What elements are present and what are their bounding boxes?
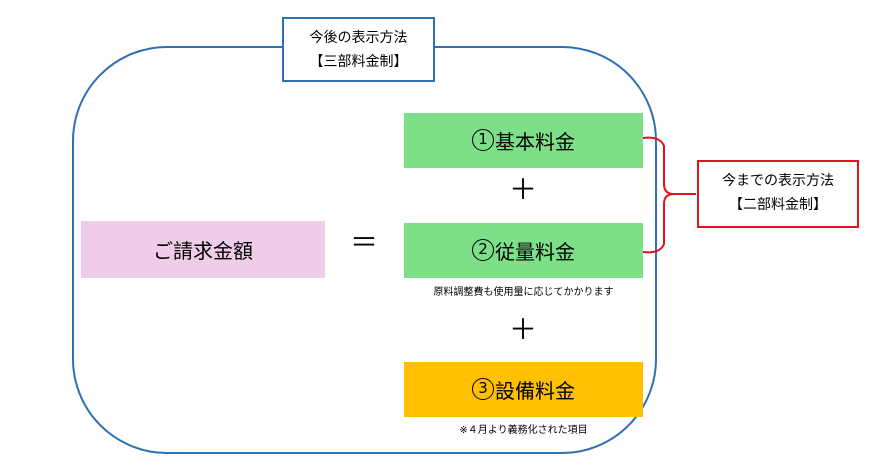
total-billing-label: ご請求金額 [153,239,253,263]
new-method-title: 今後の表示方法 [309,30,408,46]
equals-sign: ＝ [349,226,378,259]
plus-sign-1: ＋ [508,173,537,206]
total-billing-box: ご請求金額 [81,221,325,278]
old-method-brace [642,136,696,254]
plus-sign-2: ＋ [508,313,537,346]
new-method-label: 今後の表示方法 【三部料金制】 [282,17,435,82]
facility-charge-label: 設備料金 [495,379,575,403]
usage-charge-label: 従量料金 [495,240,575,264]
facility-charge-note: ※４月より義務化された項目 [459,425,588,436]
basic-charge-label: 基本料金 [495,130,575,154]
item-number-1: 1 [472,128,494,151]
new-method-subtitle: 【三部料金制】 [309,54,408,70]
old-method-subtitle: 【二部料金制】 [729,197,827,213]
old-method-title: 今までの表示方法 [722,173,834,189]
usage-charge-note: 原料調整費も使用量に応じてかかります [433,287,614,298]
item-number-2: 2 [472,238,494,261]
item-number-3: 3 [472,377,494,400]
old-method-label: 今までの表示方法 【二部料金制】 [697,160,859,228]
